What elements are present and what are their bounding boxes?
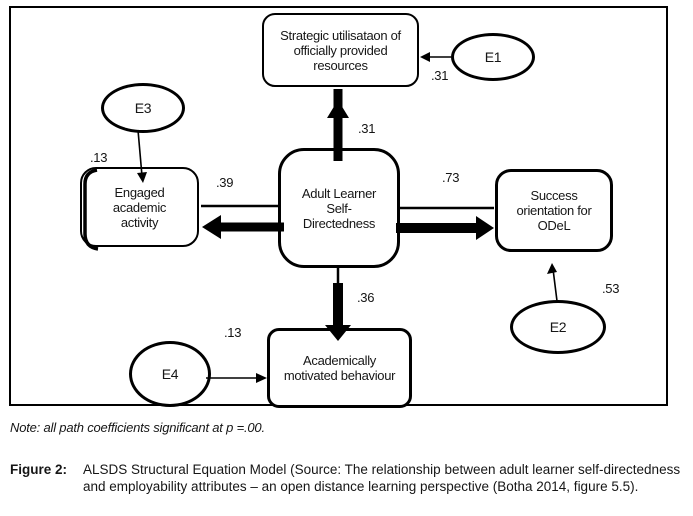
error-term-e4-label: E4	[161, 366, 179, 382]
node-engaged-label: Engaged academic activity	[112, 184, 167, 230]
note-text: Note: all path coefficients significant …	[10, 420, 265, 435]
coefficient-e2-success: .53	[602, 281, 620, 296]
node-adult-learner-self-directedness: Adult Learner Self- Directedness	[278, 148, 400, 268]
coefficient-e4-motivated: .13	[224, 325, 242, 340]
error-term-e3: E3	[101, 83, 185, 133]
node-academically-motivated-behaviour: Academically motivated behaviour	[267, 328, 412, 408]
node-strategic-label: Strategic utilisataon of officially prov…	[280, 27, 401, 73]
node-strategic-utilisation: Strategic utilisataon of officially prov…	[262, 13, 419, 87]
error-term-e1: E1	[451, 33, 535, 81]
error-term-e1-label: E1	[484, 49, 502, 65]
coefficient-e1-strategic: .31	[431, 68, 449, 83]
coefficient-alsd-engaged: .39	[216, 175, 234, 190]
coefficient-alsd-strategic: .31	[358, 121, 376, 136]
node-success-orientation-odel: Success orientation for ODeL	[495, 169, 613, 252]
caption-label: Figure 2:	[10, 462, 68, 477]
error-term-e3-label: E3	[134, 100, 152, 116]
node-engaged-academic-activity: Engaged academic activity	[80, 167, 199, 247]
error-term-e4: E4	[129, 341, 211, 407]
node-success-label: Success orientation for ODeL	[516, 188, 592, 233]
coefficient-e3-engaged: .13	[90, 150, 108, 165]
coefficient-alsd-success: .73	[442, 170, 460, 185]
node-alsd-label: Adult Learner Self- Directedness	[301, 185, 377, 231]
coefficient-alsd-motivated: .36	[357, 290, 375, 305]
error-term-e2-label: E2	[549, 319, 567, 335]
node-motivated-label: Academically motivated behaviour	[283, 353, 396, 383]
caption-text: ALSDS Structural Equation Model (Source:…	[83, 462, 681, 494]
figure-caption: Figure 2: ALSDS Structural Equation Mode…	[10, 461, 683, 495]
error-term-e2: E2	[510, 300, 606, 354]
